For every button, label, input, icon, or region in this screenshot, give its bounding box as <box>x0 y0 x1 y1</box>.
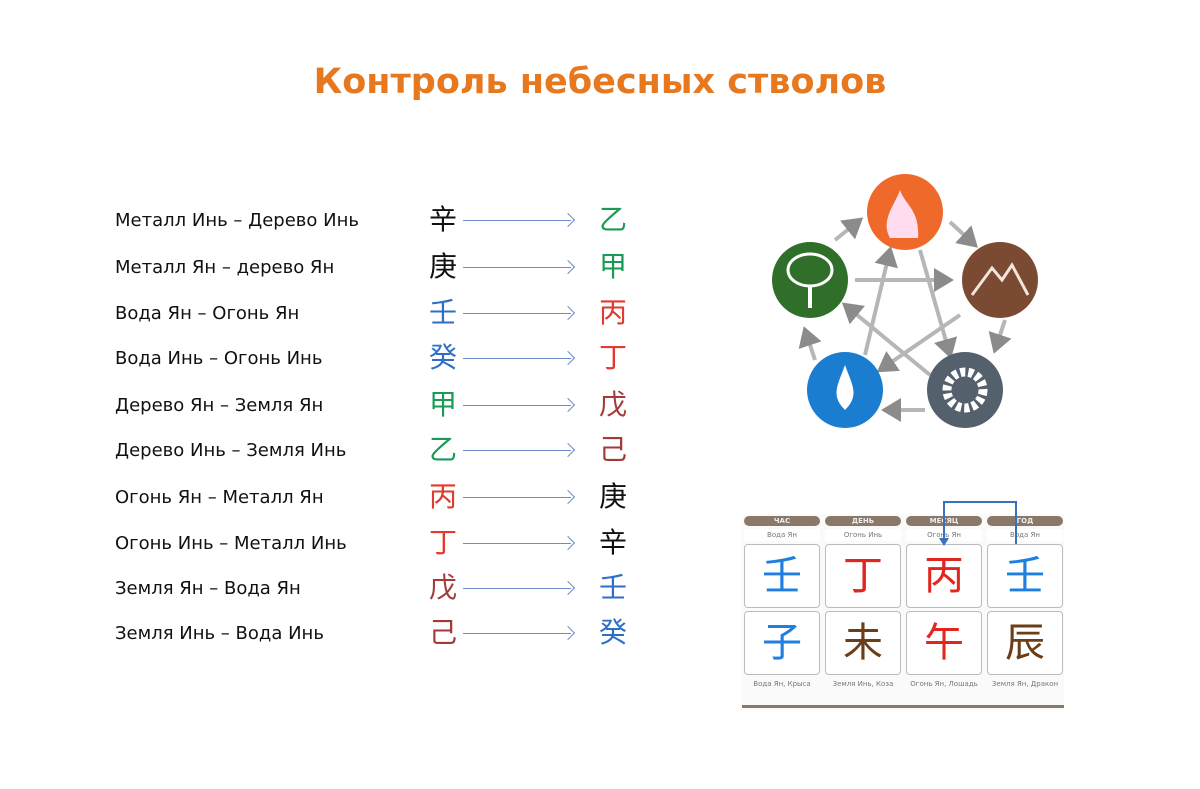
controlling-stem: 乙 <box>428 433 457 466</box>
control-row: Дерево Ян – Земля Ян 甲 戊 <box>0 385 700 425</box>
relation-label: Металл Инь – Дерево Инь <box>115 210 359 231</box>
relation-label: Дерево Инь – Земля Инь <box>115 440 347 461</box>
pillar-header: ДЕНЬ <box>825 516 901 526</box>
stem-cell: 丁 <box>825 544 901 608</box>
controlled-stem: 癸 <box>598 616 627 649</box>
chart-bottom-bar <box>742 705 1064 708</box>
pillar-header: ГОД <box>987 516 1063 526</box>
relation-label: Огонь Инь – Металл Инь <box>115 533 347 554</box>
arrow-right-icon <box>463 313 571 314</box>
controlling-stem: 辛 <box>428 203 457 236</box>
relation-label: Металл Ян – дерево Ян <box>115 257 335 278</box>
controlled-stem: 己 <box>598 433 627 466</box>
controlled-stem: 戊 <box>598 388 627 421</box>
control-row: Металл Ян – дерево Ян 庚 甲 <box>0 247 700 287</box>
relation-label: Земля Ян – Вода Ян <box>115 578 301 599</box>
branch-cell: 未 <box>825 611 901 675</box>
arrow-right-icon <box>463 267 571 268</box>
branch-cell: 午 <box>906 611 982 675</box>
controlled-stem: 甲 <box>598 250 627 283</box>
controlled-stem: 乙 <box>598 203 627 236</box>
bazi-chart: ЧАС Вода Ян 壬 子 Вода Ян, Крыса ДЕНЬ Огон… <box>742 514 1064 710</box>
branch-label: Земля Ян, Дракон <box>991 680 1059 688</box>
branch-cell: 辰 <box>987 611 1063 675</box>
arrow-right-icon <box>463 450 571 451</box>
pillar-header: ЧАС <box>744 516 820 526</box>
branch-label: Вода Ян, Крыса <box>753 680 811 688</box>
controlled-stem: 辛 <box>598 526 627 559</box>
control-row: Дерево Инь – Земля Инь 乙 己 <box>0 430 700 470</box>
control-row: Вода Ян – Огонь Ян 壬 丙 <box>0 293 700 333</box>
controlling-stem: 壬 <box>428 296 457 329</box>
five-elements-diagram <box>772 174 1038 428</box>
control-row: Вода Инь – Огонь Инь 癸 丁 <box>0 338 700 378</box>
controlling-stem: 癸 <box>428 341 457 374</box>
arrow-right-icon <box>463 633 571 634</box>
controlling-stem: 己 <box>428 616 457 649</box>
stem-cell: 丙 <box>906 544 982 608</box>
stem-cell: 壬 <box>987 544 1063 608</box>
relation-label: Вода Ян – Огонь Ян <box>115 303 300 324</box>
earth-element-icon <box>962 242 1038 318</box>
controlling-stem: 丁 <box>428 526 457 559</box>
arrow-right-icon <box>463 405 571 406</box>
controlled-stem: 丁 <box>598 341 627 374</box>
arrow-right-icon <box>463 588 571 589</box>
relation-label: Дерево Ян – Земля Ян <box>115 395 324 416</box>
arrow-right-icon <box>463 358 571 359</box>
controlled-stem: 庚 <box>598 480 627 513</box>
branch-label: Огонь Ян, Лошадь <box>910 680 978 688</box>
control-row: Земля Инь – Вода Инь 己 癸 <box>0 613 700 653</box>
branch-cell: 子 <box>744 611 820 675</box>
control-row: Металл Инь – Дерево Инь 辛 乙 <box>0 200 700 240</box>
arrow-right-icon <box>463 543 571 544</box>
page-title: Контроль небесных стволов <box>313 62 887 102</box>
controlling-stem: 庚 <box>428 250 457 283</box>
relation-label: Вода Инь – Огонь Инь <box>115 348 323 369</box>
controlling-stem: 戊 <box>428 571 457 604</box>
controlling-stem: 丙 <box>428 480 457 513</box>
stem-label: Огонь Инь <box>825 529 901 541</box>
control-row: Огонь Инь – Металл Инь 丁 辛 <box>0 523 700 563</box>
controlling-stem: 甲 <box>428 388 457 421</box>
relation-label: Земля Инь – Вода Инь <box>115 623 324 644</box>
arrow-right-icon <box>463 497 571 498</box>
stem-cell: 壬 <box>744 544 820 608</box>
control-row: Земля Ян – Вода Ян 戊 壬 <box>0 568 700 608</box>
month-year-link-arrow <box>939 501 1017 546</box>
relation-label: Огонь Ян – Металл Ян <box>115 487 324 508</box>
controlled-stem: 壬 <box>598 571 627 604</box>
control-row: Огонь Ян – Металл Ян 丙 庚 <box>0 477 700 517</box>
stem-label: Вода Ян <box>987 529 1063 541</box>
metal-element-icon <box>927 352 1003 428</box>
stem-label: Вода Ян <box>744 529 820 541</box>
arrow-right-icon <box>463 220 571 221</box>
controlled-stem: 丙 <box>598 296 627 329</box>
branch-label: Земля Инь, Коза <box>832 680 894 688</box>
